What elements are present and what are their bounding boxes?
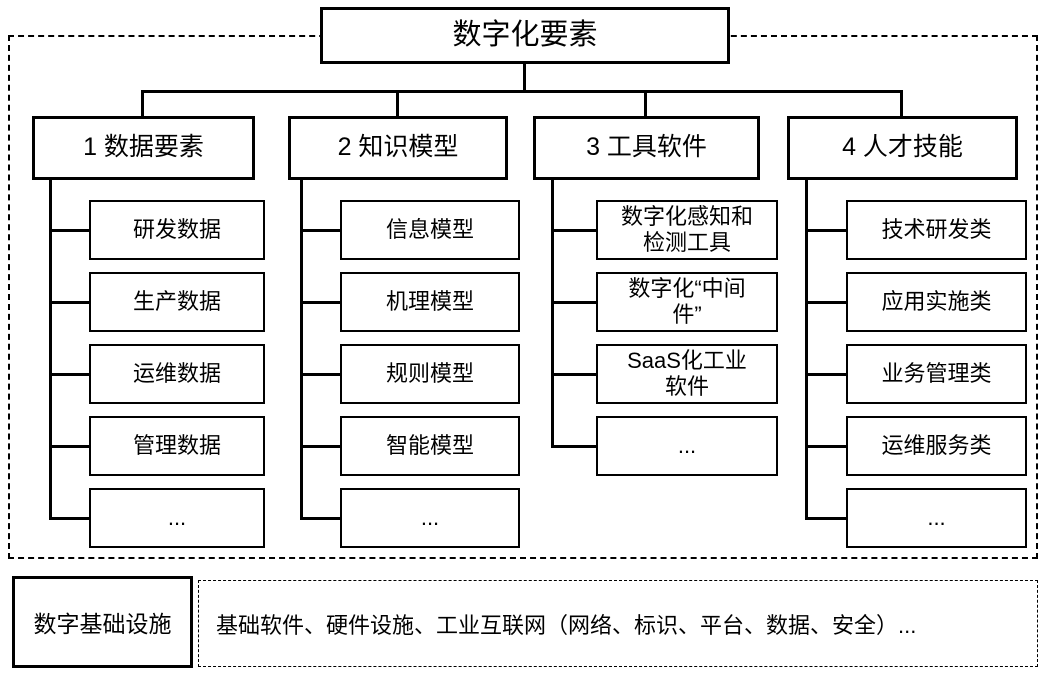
node-leaf: ... (596, 416, 778, 476)
connector-line (49, 445, 89, 448)
connector-line (805, 517, 846, 520)
connector-line (805, 301, 846, 304)
connector-line (900, 90, 903, 117)
node-leaf: 生产数据 (89, 272, 265, 332)
connector-line (300, 445, 340, 448)
node-leaf: 信息模型 (340, 200, 520, 260)
node-leaf: 应用实施类 (846, 272, 1027, 332)
node-leaf: 业务管理类 (846, 344, 1027, 404)
node-leaf: 数字化“中间 件” (596, 272, 778, 332)
connector-line (49, 517, 89, 520)
node-leaf: 管理数据 (89, 416, 265, 476)
connector-line (300, 229, 340, 232)
node-category-tool-software: 3 工具软件 (533, 116, 760, 180)
connector-line (551, 301, 596, 304)
infrastructure-label-box: 数字基础设施 (12, 576, 193, 668)
node-leaf: 数字化感知和 检测工具 (596, 200, 778, 260)
node-leaf: SaaS化工业 软件 (596, 344, 778, 404)
node-leaf: 运维服务类 (846, 416, 1027, 476)
connector-line (49, 301, 89, 304)
node-leaf: ... (89, 488, 265, 548)
connector-line (551, 445, 596, 448)
connector-line (523, 62, 526, 92)
connector-line (551, 229, 596, 232)
connector-line (551, 373, 596, 376)
node-leaf: 智能模型 (340, 416, 520, 476)
node-root: 数字化要素 (320, 7, 730, 64)
node-category-knowledge-models: 2 知识模型 (288, 116, 508, 180)
node-leaf: ... (846, 488, 1027, 548)
node-leaf: ... (340, 488, 520, 548)
connector-line (49, 373, 89, 376)
connector-line (644, 90, 647, 117)
node-leaf: 机理模型 (340, 272, 520, 332)
connector-line (551, 180, 554, 447)
node-leaf: 规则模型 (340, 344, 520, 404)
connector-line (49, 180, 52, 518)
infrastructure-description-box: 基础软件、硬件设施、工业互联网（网络、标识、平台、数据、安全）... (198, 580, 1038, 667)
connector-line (805, 373, 846, 376)
node-category-talent-skills: 4 人才技能 (787, 116, 1018, 180)
connector-line (805, 180, 808, 518)
connector-line (300, 301, 340, 304)
connector-line (49, 229, 89, 232)
connector-line (805, 229, 846, 232)
connector-line (300, 180, 303, 518)
connector-line (300, 373, 340, 376)
connector-line (805, 445, 846, 448)
connector-line (396, 90, 399, 117)
node-leaf: 技术研发类 (846, 200, 1027, 260)
connector-line (300, 517, 340, 520)
node-leaf: 运维数据 (89, 344, 265, 404)
connector-line (141, 90, 144, 117)
connector-line (142, 90, 903, 93)
node-leaf: 研发数据 (89, 200, 265, 260)
node-category-data-elements: 1 数据要素 (32, 116, 255, 180)
